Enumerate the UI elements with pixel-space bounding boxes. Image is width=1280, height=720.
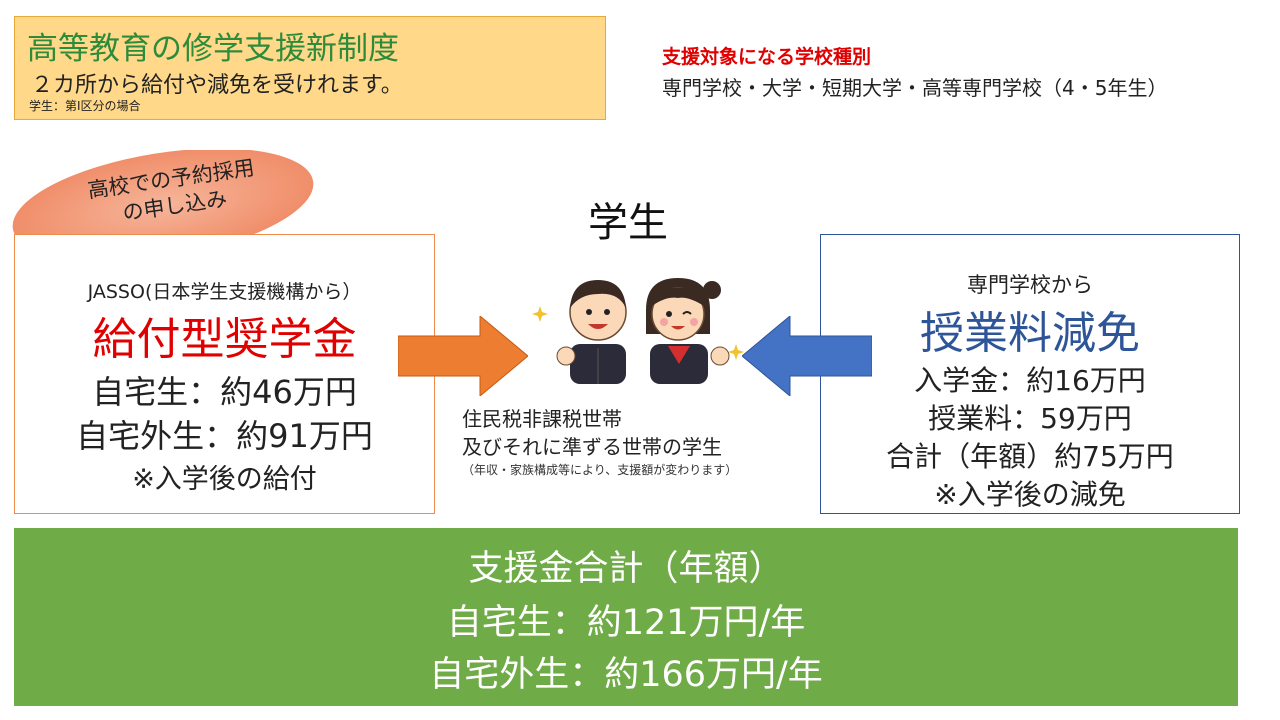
target-schools-value: 専門学校・大学・短期大学・高等専門学校（4・5年生） <box>662 76 1168 100</box>
tuition-fee-amount: 授業料：59万円 <box>928 402 1132 435</box>
scholarship-note: ※入学後の給付 <box>132 464 317 495</box>
tuition-reduction-title: 授業料減免 <box>920 308 1140 359</box>
scholarship-source: JASSO(日本学生支援機構から） <box>87 281 362 303</box>
scholarship-box: JASSO(日本学生支援機構から） 給付型奨学金 自宅生：約46万円 自宅外生：… <box>14 234 435 514</box>
arrow-right-icon <box>398 316 528 396</box>
student-eligibility-line2: 及びそれに準ずる世帯の学生 <box>462 435 722 459</box>
total-support-title: 支援金合計（年額） <box>468 549 784 589</box>
title-box: 高等教育の修学支援新制度 ２カ所から給付や減免を受けれます。 学生：第Ⅰ区分の場… <box>14 16 606 120</box>
page-note: 学生：第Ⅰ区分の場合 <box>29 99 141 113</box>
scholarship-home-amount: 自宅生：約46万円 <box>92 373 357 411</box>
scholarship-away-amount: 自宅外生：約91万円 <box>76 417 373 455</box>
student-girl-icon <box>646 278 730 384</box>
student-boy-icon <box>556 280 627 384</box>
page-title: 高等教育の修学支援新制度 <box>27 31 399 67</box>
reservation-bubble <box>12 150 314 260</box>
student-eligibility-note: （年収・家族構成等により、支援額が変わります） <box>462 463 738 477</box>
total-home-amount: 自宅生：約121万円/年 <box>446 603 806 643</box>
students-illustration <box>532 278 744 384</box>
tuition-total-amount: 合計（年額）約75万円 <box>886 440 1174 473</box>
student-eligibility-line1: 住民税非課税世帯 <box>462 407 622 431</box>
tuition-reduction-source: 専門学校から <box>967 273 1093 297</box>
admission-fee-amount: 入学金：約16万円 <box>914 364 1146 397</box>
scholarship-title: 給付型奨学金 <box>92 314 357 365</box>
tuition-reduction-box: 専門学校から 授業料減免 入学金：約16万円 授業料：59万円 合計（年額）約7… <box>820 234 1240 514</box>
sparkle-icon <box>532 306 744 360</box>
target-schools-label: 支援対象になる学校種別 <box>662 46 872 68</box>
arrow-left-icon <box>742 316 872 396</box>
student-title: 学生 <box>588 200 668 246</box>
total-support-bar: 支援金合計（年額） 自宅生：約121万円/年 自宅外生：約166万円/年 <box>14 528 1238 706</box>
tuition-reduction-note: ※入学後の減免 <box>934 478 1126 511</box>
total-away-amount: 自宅外生：約166万円/年 <box>429 655 823 695</box>
page-subtitle: ２カ所から給付や減免を受けれます。 <box>31 73 403 98</box>
